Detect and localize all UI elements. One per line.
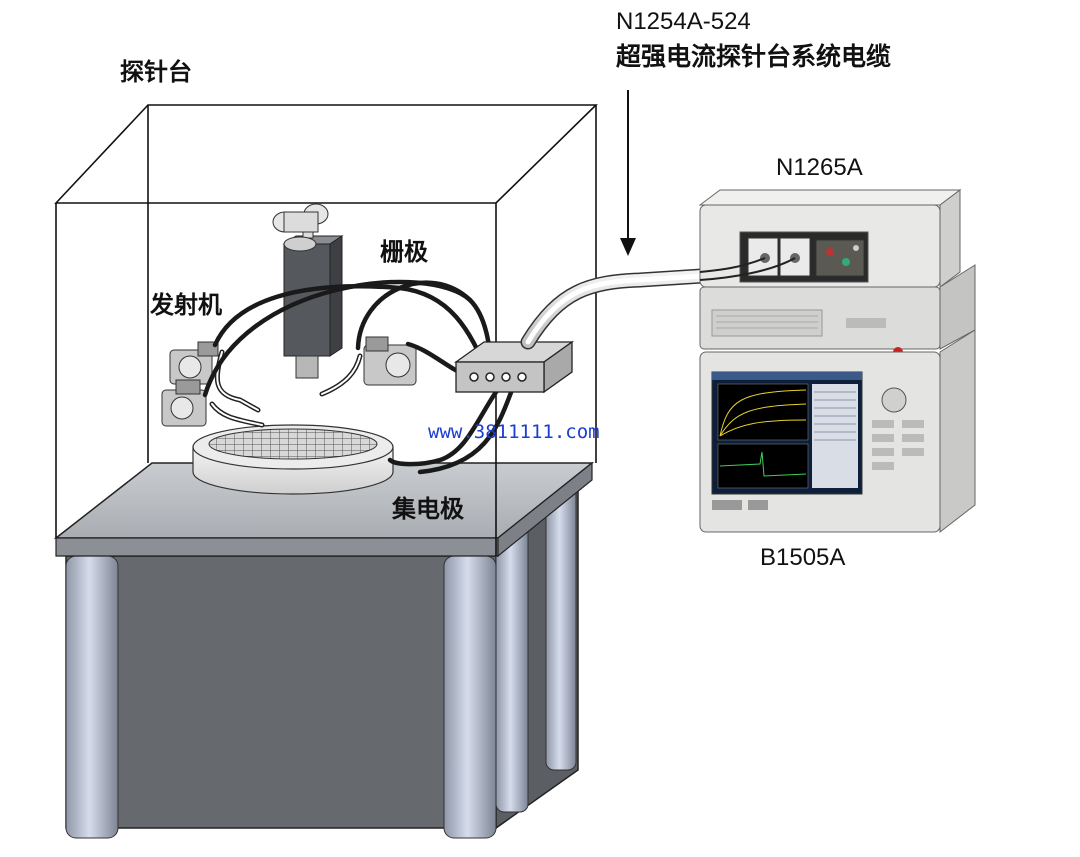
n1265a-label: N1265A [776, 154, 863, 181]
gate-label: 栅极 [380, 238, 428, 266]
probe-arms [209, 349, 363, 428]
table-top-edge-side [497, 461, 593, 558]
probe-station-label: 探针台 [120, 58, 192, 86]
b1505a-instrument [699, 329, 976, 534]
probe-table [53, 461, 595, 839]
probe-manipulator-left-bottom [161, 379, 207, 427]
wafer-chuck [192, 424, 394, 495]
probe-manipulator-right [363, 336, 417, 386]
cable-description-label: 超强电流探针台系统电缆 [616, 42, 892, 71]
cable-arrow [620, 90, 636, 256]
table-top-edge [55, 537, 499, 557]
cable-model-label: N1254A-524 [616, 8, 751, 35]
collector-label: 集电极 [392, 495, 464, 523]
microscope [272, 203, 344, 379]
watermark-text: www.3811111.com [428, 421, 600, 443]
system-cable [520, 268, 710, 350]
table-leg-back-right-2 [545, 485, 577, 771]
table-leg-front-left [65, 555, 119, 839]
b1505a-label: B1505A [760, 544, 846, 571]
emitter-label: 发射机 [150, 291, 222, 319]
table-leg-front-right [443, 555, 497, 839]
cabinet-front [65, 555, 497, 829]
junction-box [453, 340, 575, 394]
wafer [208, 428, 378, 460]
table-leg-back-right-1 [495, 519, 529, 813]
n1265a-instrument [698, 189, 976, 357]
